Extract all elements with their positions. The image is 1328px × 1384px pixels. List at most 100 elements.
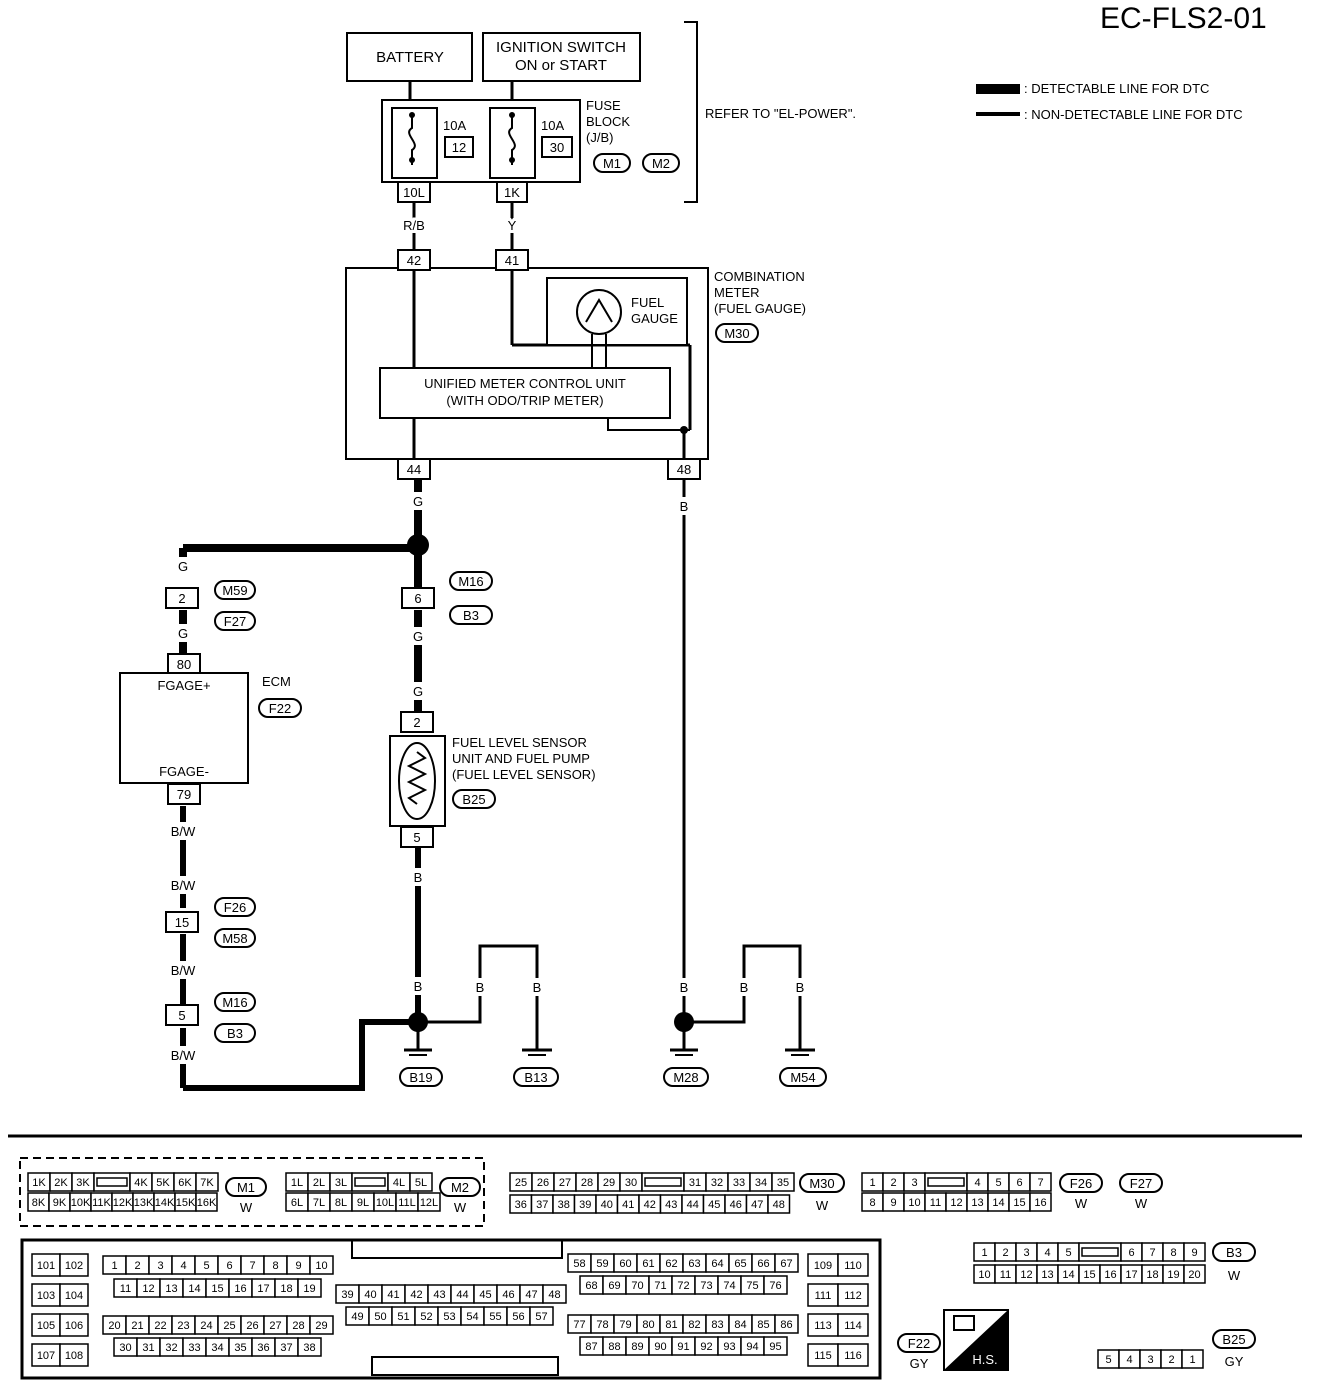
non-detectable-legend-swatch — [976, 112, 1020, 116]
joint-b3-conn: B3 — [463, 608, 479, 623]
meter-pin-41: 41 — [505, 253, 519, 268]
conn-m1-name: M1 — [237, 1180, 255, 1195]
m30-pin: 39 — [579, 1199, 591, 1211]
b3-pin: 16 — [1104, 1269, 1116, 1281]
ecm-pin: 34 — [211, 1342, 223, 1354]
meter-pin-44: 44 — [407, 462, 421, 477]
ecm-pin: 19 — [303, 1283, 315, 1295]
ecm-pin: 2 — [134, 1260, 140, 1272]
non-detectable-legend-label: : NON-DETECTABLE LINE FOR DTC — [1024, 107, 1243, 122]
m1-pin: 14K — [155, 1197, 175, 1209]
wire-b-label-7: B — [740, 980, 749, 995]
m30-pin: 28 — [581, 1177, 593, 1189]
ecm-pin: 60 — [619, 1258, 631, 1270]
b3-pin: 10 — [978, 1269, 990, 1281]
meter-pin-48: 48 — [677, 462, 691, 477]
ecm-pin: 95 — [769, 1341, 781, 1353]
m1-pin: 4K — [134, 1177, 148, 1189]
fuse-term-1k: 1K — [504, 185, 520, 200]
m30-pin: 35 — [777, 1177, 789, 1189]
ecm-pin: 92 — [700, 1341, 712, 1353]
ecm-pin: 110 — [844, 1260, 862, 1272]
m1-pin: 11K — [92, 1197, 111, 1209]
f26-pin: 7 — [1037, 1177, 1043, 1189]
conn-m30-name: M30 — [809, 1176, 834, 1191]
ecm-pin: 31 — [142, 1342, 154, 1354]
f26-pin: 11 — [930, 1197, 941, 1209]
sensor-pin-5: 5 — [413, 830, 420, 845]
m30-pin: 29 — [603, 1177, 615, 1189]
m2-pin: 1L — [291, 1177, 303, 1189]
ground-m28: M28 — [673, 1070, 698, 1085]
conn-f26-color: W — [1075, 1196, 1088, 1211]
conn-f22-hs: H.S. — [972, 1352, 997, 1367]
ecm-pin: 71 — [654, 1280, 666, 1292]
ecm-pin: 32 — [165, 1342, 177, 1354]
wire-bw-label-3: B/W — [171, 963, 196, 978]
f26-pin: 9 — [890, 1197, 896, 1209]
ecm-pin: 39 — [341, 1289, 353, 1301]
m2-pin: 4L — [393, 1177, 405, 1189]
m30-pin: 47 — [751, 1199, 763, 1211]
m30-pin: 37 — [536, 1199, 548, 1211]
m30-pin: 46 — [730, 1199, 742, 1211]
ecm-pin: 58 — [573, 1258, 585, 1270]
m2-pin: 5L — [415, 1177, 427, 1189]
joint-m59-conn: M59 — [222, 583, 247, 598]
fuse-block-conn-m1: M1 — [603, 156, 621, 171]
ignition-label-2: ON or START — [515, 57, 607, 74]
conn-f26-name: F26 — [1070, 1176, 1092, 1191]
m1-pin: 2K — [54, 1177, 68, 1189]
ecm-pin: 78 — [596, 1319, 608, 1331]
joint-f27-conn: F27 — [224, 614, 246, 629]
conn-b3-name: B3 — [1226, 1245, 1242, 1260]
ecm-pin: 38 — [303, 1342, 315, 1354]
m30-pin: 26 — [537, 1177, 549, 1189]
b3-pin: 8 — [1170, 1247, 1176, 1259]
b3-pin: 11 — [1000, 1269, 1011, 1281]
m30-pin: 32 — [711, 1177, 723, 1189]
f26-pin: 5 — [995, 1177, 1001, 1189]
ecm-pin: 87 — [585, 1341, 597, 1353]
ecm-pin: 14 — [188, 1283, 200, 1295]
b3-pin: 15 — [1083, 1269, 1095, 1281]
ecm-pin-79: 79 — [177, 787, 191, 802]
b3-pin: 19 — [1167, 1269, 1179, 1281]
ecm-label: ECM — [262, 674, 291, 689]
b3-pin: 1 — [981, 1247, 987, 1259]
m1-pin: 6K — [178, 1177, 192, 1189]
ecm-pin: 111 — [815, 1290, 832, 1302]
b25-pin: 4 — [1126, 1354, 1132, 1366]
ecm-pin: 23 — [177, 1320, 189, 1332]
m2-pin: 10L — [376, 1197, 394, 1209]
ecm-pin: 28 — [292, 1320, 304, 1332]
meter-conn-m30: M30 — [724, 326, 749, 341]
ecm-pin: 25 — [223, 1320, 235, 1332]
meter-pin-42: 42 — [407, 253, 421, 268]
m30-pin: 38 — [558, 1199, 570, 1211]
conn-f22-name: F22 — [908, 1336, 930, 1351]
svg-text:Y: Y — [508, 218, 517, 233]
ecm-pin: 46 — [502, 1289, 514, 1301]
wire-b-label-4: B — [533, 980, 542, 995]
ecm-pin: 93 — [723, 1341, 735, 1353]
b25-pin: 3 — [1147, 1354, 1153, 1366]
f26-pin: 12 — [950, 1197, 962, 1209]
m1-pin: 1K — [32, 1177, 46, 1189]
ecm-pin: 56 — [512, 1311, 524, 1323]
sensor-pin-2: 2 — [413, 715, 420, 730]
m30-pin: 33 — [733, 1177, 745, 1189]
b3-pin: 7 — [1149, 1247, 1155, 1259]
ecm-pin: 59 — [596, 1258, 608, 1270]
m30-pin: 40 — [601, 1199, 613, 1211]
ecm-pin: 70 — [631, 1280, 643, 1292]
ecm-pin: 24 — [200, 1320, 212, 1332]
ecm-pin: 90 — [654, 1341, 666, 1353]
m2-pin: 3L — [335, 1177, 347, 1189]
ecm-pin: 47 — [525, 1289, 537, 1301]
b25-pin: 2 — [1168, 1354, 1174, 1366]
m30-pin: 36 — [515, 1199, 527, 1211]
conn-m2-color: W — [454, 1200, 467, 1215]
m2-pin: 11L — [398, 1197, 416, 1209]
wire-g-label-1: G — [413, 494, 423, 509]
